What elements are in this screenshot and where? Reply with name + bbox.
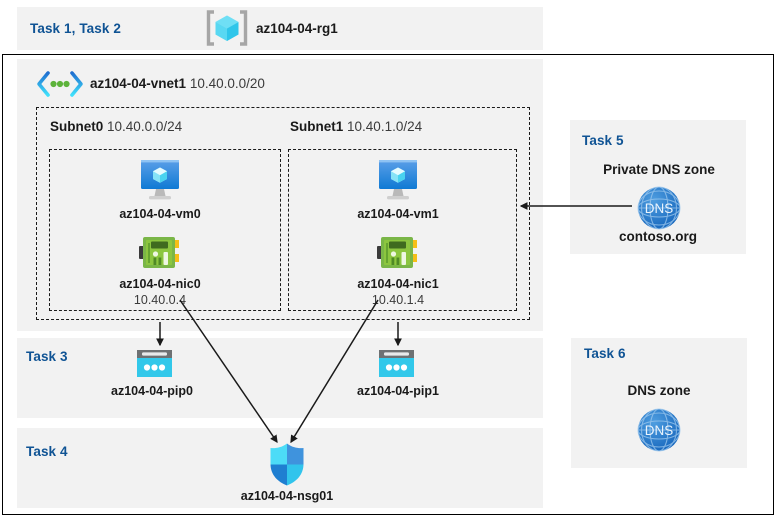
dns-globe-text: DNS [645,201,674,216]
virtual-machine-icon [135,158,185,202]
nsg-label: az104-04-nsg01 [240,489,334,503]
resource-group-cube-icon [205,8,249,48]
dns-globe-text: DNS [645,423,674,438]
task-label-1-2: Task 1, Task 2 [30,21,121,36]
pip1-label: az104-04-pip1 [357,384,439,398]
subnet1-box [288,149,517,311]
nic0-label: az104-04-nic0 [119,277,201,291]
dns-zone-globe-icon: DNS [635,184,683,232]
subnet0-name: Subnet0 [50,119,104,134]
network-interface-icon [375,234,421,274]
vnet-header: az104-04-vnet1 10.40.0.0/20 [90,76,265,91]
subnet1-name: Subnet1 [290,119,344,134]
resource-group-panel [17,7,543,50]
dns-zone-globe-icon: DNS [635,406,683,454]
dns-zone-title: DNS zone [627,383,691,398]
subnet1-cidr: 10.40.1.0/24 [347,119,423,134]
task-label-3: Task 3 [26,349,68,364]
subnet0-box [49,149,281,311]
public-ip-address-icon [378,348,415,379]
nic1-label: az104-04-nic1 [357,277,439,291]
task-label-5: Task 5 [582,133,624,148]
resource-group-name: az104-04-rg1 [256,21,338,36]
subnet0-header: Subnet0 10.40.0.0/24 [50,119,182,134]
subnet0-cidr: 10.40.0.0/24 [107,119,183,134]
task-label-4: Task 4 [26,444,68,459]
network-interface-icon [137,234,183,274]
vm0-label: az104-04-vm0 [119,207,201,221]
vm1-label: az104-04-vm1 [357,207,439,221]
private-dns-zone-title: Private DNS zone [603,162,715,177]
nic0-ip: 10.40.0.4 [133,293,187,307]
resource-group-name-text: az104-04-rg1 [256,21,338,36]
public-ip-panel [17,338,543,418]
nic1-ip: 10.40.1.4 [371,293,425,307]
task-label-6: Task 6 [584,346,626,361]
private-dns-zone-name: contoso.org [619,229,697,244]
virtual-machine-icon [373,158,423,202]
subnets-container [36,107,530,320]
vnet-cidr: 10.40.0.0/20 [189,76,265,91]
pip0-label: az104-04-pip0 [111,384,193,398]
virtual-network-icon [36,71,84,97]
vnet-name: az104-04-vnet1 [90,76,187,91]
network-security-group-shield-icon [268,442,306,487]
subnet1-header: Subnet1 10.40.1.0/24 [290,119,422,134]
public-ip-address-icon [136,348,173,379]
